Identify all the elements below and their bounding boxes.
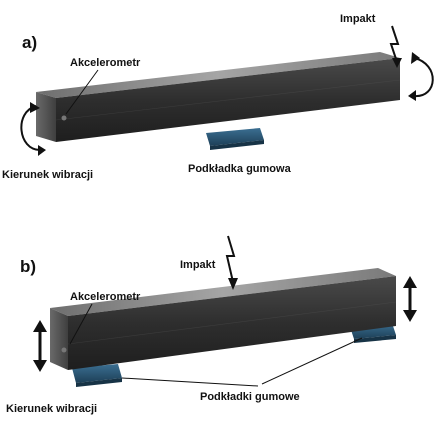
panel-a-rotation-arrow-right [413, 57, 434, 98]
panel-b-pad-leader-left [121, 377, 259, 387]
panel-b-beam [50, 268, 397, 370]
panel-a-impact-arrow [389, 25, 400, 63]
panel-b: b) Akcelerometr Impakt [6, 235, 417, 415]
panel-b-vibration-label: Kierunek wibracji [6, 403, 97, 415]
panel-a-impact-label: Impakt [340, 13, 376, 25]
panel-b-accelerometer [61, 347, 67, 353]
panel-b-pad-leader-right [261, 337, 363, 385]
panel-a-accelerometer [61, 115, 67, 121]
panel-a: a) Akcelerometr Impakt Kierunek wibracji [2, 13, 434, 181]
panel-b-impact-label: Impakt [180, 259, 216, 271]
panel-b-impact-arrow [225, 235, 236, 283]
panel-b-beam-left-end [50, 308, 68, 370]
panel-b-pad-label: Podkładki gumowe [200, 391, 300, 403]
panel-b-accelerometer-leader [69, 303, 93, 345]
panel-b-vibration-arrow-left [33, 320, 47, 372]
panel-a-beam-top [36, 52, 400, 98]
panel-a-beam [36, 52, 401, 142]
panel-a-accelerometer-label: Akcelerometr [70, 57, 141, 69]
panel-a-beam-left-end [36, 92, 56, 142]
panel-a-pad-label: Podkładka gumowa [188, 163, 292, 175]
panel-b-vibration-arrow-right [403, 276, 417, 322]
panel-b-beam-top [50, 268, 396, 316]
panel-a-vibration-label: Kierunek wibracji [2, 169, 93, 181]
panel-b-beam-front [68, 276, 396, 370]
panel-a-accelerometer-leader [65, 69, 99, 115]
panel-b-rubber-pad-left [72, 364, 122, 387]
panel-a-letter: a) [22, 33, 37, 52]
panel-b-accelerometer-label: Akcelerometr [70, 291, 141, 303]
panel-a-beam-front [56, 58, 400, 142]
panel-b-letter: b) [20, 257, 36, 276]
panel-a-rubber-pad [206, 128, 264, 150]
